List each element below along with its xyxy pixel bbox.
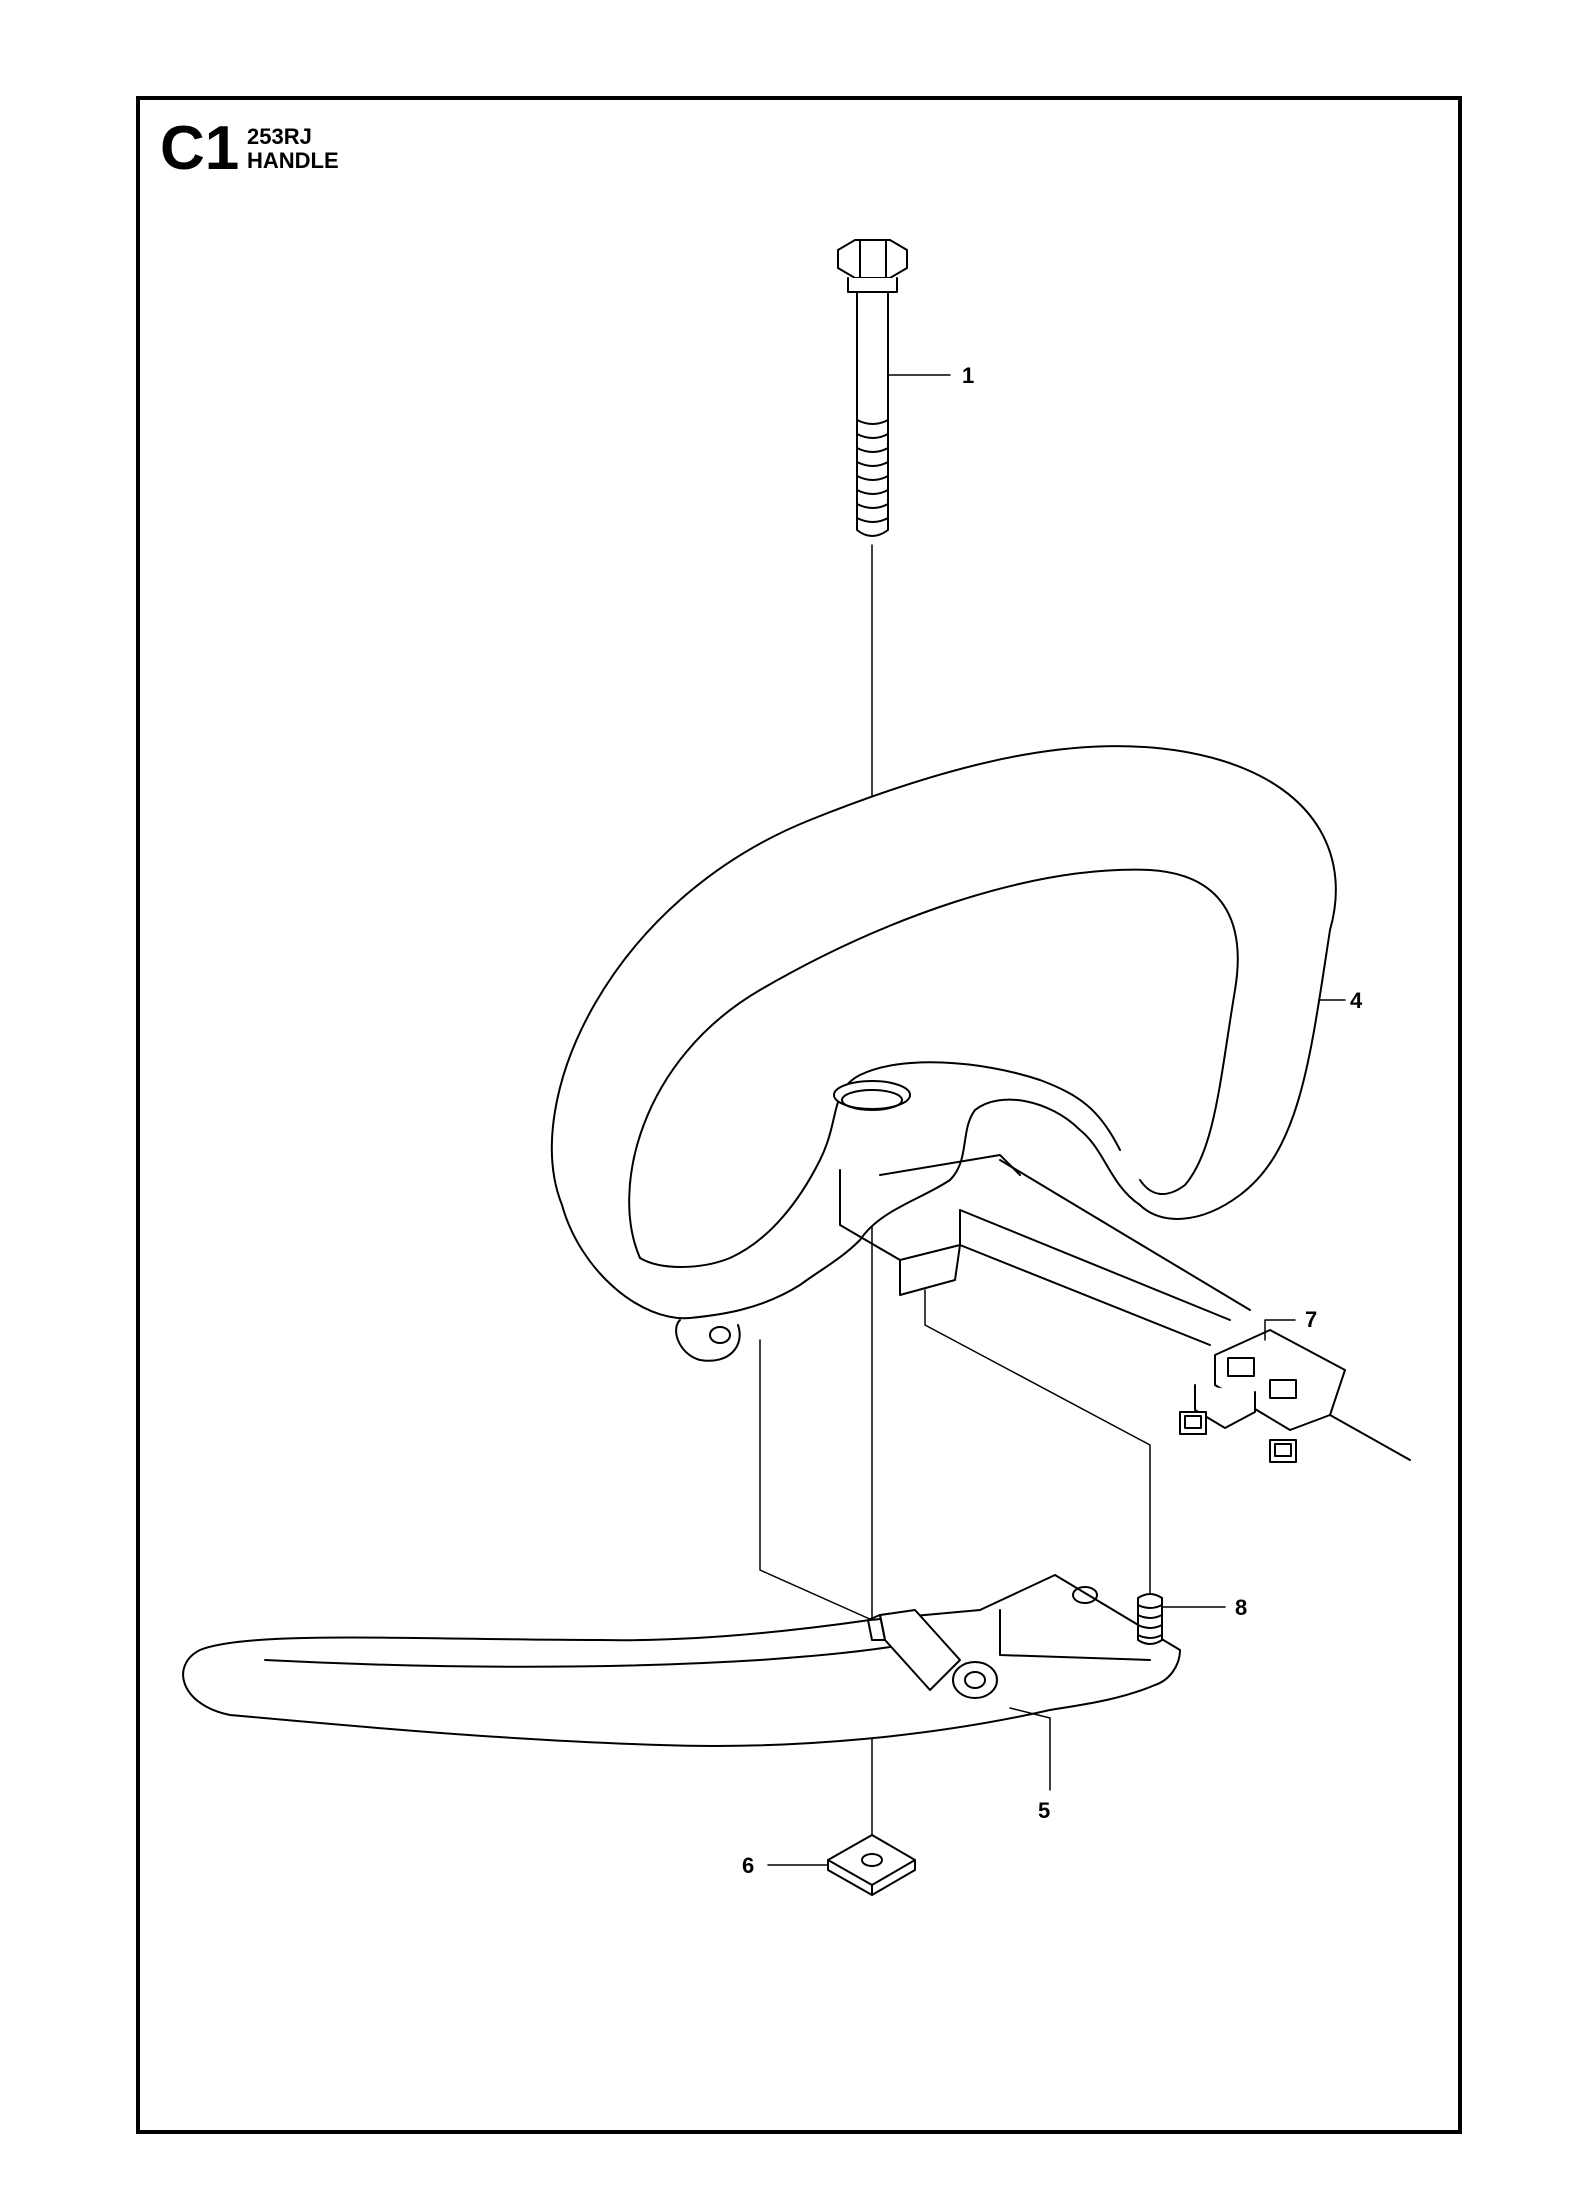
callout-1: 1: [962, 363, 974, 388]
bolt-part-1: [837, 239, 908, 537]
handle-loop-part-4: [550, 745, 1337, 1362]
section-code: C1: [160, 114, 240, 183]
callout-8: 8: [1235, 1595, 1247, 1620]
callout-5: 5: [1038, 1798, 1050, 1823]
leader-line-7: [1264, 1319, 1296, 1341]
assembly-guide-line: [759, 1339, 873, 1621]
lower-handle-part-5: [182, 1574, 1181, 1747]
stud-part-8: [1137, 1593, 1163, 1645]
square-nut-part-6: [827, 1834, 916, 1896]
callout-7: 7: [1305, 1307, 1317, 1332]
callout-4: 4: [1350, 988, 1363, 1013]
model-code: 253RJ: [247, 124, 312, 149]
callout-6: 6: [742, 1853, 754, 1878]
clamp-part-7: [1179, 1329, 1411, 1463]
page-border: [136, 96, 1462, 2134]
section-name: HANDLE: [247, 148, 339, 173]
assembly-guide-line: [924, 1289, 1151, 1596]
leader-line-5: [1009, 1707, 1051, 1791]
